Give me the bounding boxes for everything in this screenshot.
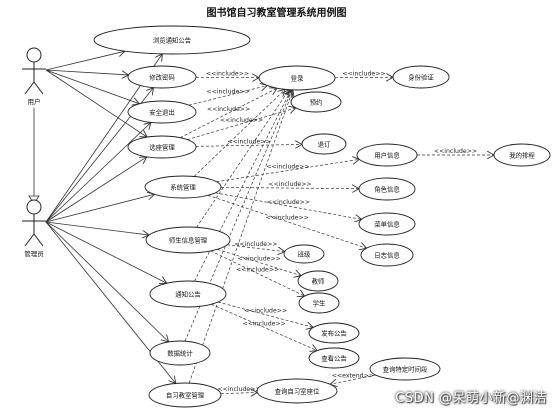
use-case-query: 查询自习室座位 — [257, 379, 337, 403]
include-relations: <<include>> <<include>> <<include>> <<inclu… — [180, 70, 494, 393]
include-label: <<include>> — [236, 266, 279, 273]
use-case-label: 查询特定时间段 — [383, 364, 428, 373]
actor-left-leg — [25, 82, 34, 94]
include-label: <<include>> — [206, 70, 249, 77]
csdn-watermark: CSDN @呆萌小新@渊洁 — [395, 387, 547, 406]
use-case-menu: 菜单信息 — [359, 213, 415, 235]
use-case-pub: 发布公告 — [309, 323, 359, 343]
include-label: <<include>> — [220, 117, 263, 124]
use-case-label: 菜单信息 — [374, 219, 400, 228]
actor-right-leg — [34, 234, 43, 246]
use-case-student: 学生 — [299, 293, 339, 313]
include-label: <<include>> — [234, 241, 277, 248]
include-label: <<include>> — [266, 164, 309, 171]
use-case-room: 自习教室管理 — [149, 383, 221, 407]
association-admin-seat — [46, 157, 147, 222]
use-case-log: 日志信息 — [361, 244, 413, 266]
use-case-label: 浏览通知公告 — [153, 35, 192, 44]
use-case-label: 查看公告 — [321, 353, 347, 362]
use-case-seat: 选座管理 — [128, 136, 196, 158]
include-label: <<include>> — [434, 148, 477, 155]
use-case-class: 班级 — [284, 245, 324, 263]
include-label: <<include>> — [217, 386, 260, 393]
use-case-label: 查询自习室座位 — [275, 386, 320, 395]
use-case-label: 系统管理 — [170, 182, 196, 191]
use-case-label: 通知公告 — [175, 289, 201, 298]
use-case-login: 登录 — [259, 66, 335, 90]
include-label: <<include>> — [206, 88, 249, 95]
use-case-cancel: 退订 — [302, 134, 346, 154]
use-case-stats: 数据统计 — [150, 341, 210, 365]
use-case-label: 用户信息 — [374, 150, 400, 159]
association-user-notice — [46, 51, 125, 70]
actor-label: 管理员 — [24, 249, 44, 258]
use-case-myres: 我的排程 — [494, 144, 550, 166]
use-case-teacher: 教师 — [298, 271, 338, 291]
use-case-label: 身份验证 — [408, 72, 434, 81]
use-case-label: 退订 — [318, 139, 331, 148]
use-case-label: 我的排程 — [509, 150, 535, 159]
association-admin-notify — [46, 222, 167, 283]
include-label: <<include>> — [207, 106, 250, 113]
include-label: <<include>> — [244, 308, 287, 315]
association-admin-logout — [46, 122, 151, 222]
include-label: <<include>> — [227, 138, 270, 145]
use-case-verify: 身份验证 — [393, 66, 449, 88]
use-case-userinfo: 用户信息 — [357, 144, 417, 166]
use-case-role: 角色信息 — [359, 178, 415, 200]
use-case-tsinfo: 师生信息管理 — [146, 227, 230, 253]
use-case-label: 安全退出 — [149, 107, 175, 116]
use-case-label: 班级 — [298, 249, 311, 258]
actor-left-leg — [25, 234, 34, 246]
use-case-reserve: 预约 — [291, 92, 341, 112]
use-case-label: 修改密码 — [149, 72, 175, 81]
use-case-label: 预约 — [310, 97, 323, 106]
use-case-notify: 通知公告 — [150, 281, 226, 307]
include-label: <<include>> — [243, 320, 286, 327]
include-label: <<include>> — [268, 181, 311, 188]
use-case-label: 自习教室管理 — [166, 390, 205, 399]
use-case-qspec: 查询特定时间段 — [370, 358, 440, 380]
include-label: <<include>> — [266, 215, 309, 222]
use-case-label: 数据统计 — [167, 348, 193, 357]
actor-right-leg — [34, 82, 43, 94]
use-case-sys: 系统管理 — [145, 176, 221, 198]
actor-head — [27, 200, 41, 214]
use-case-label: 教师 — [312, 276, 325, 285]
use-case-view: 查看公告 — [309, 348, 359, 368]
actor-label: 用户 — [28, 97, 41, 106]
use-case-label: 日志信息 — [374, 250, 400, 259]
use-case-pwd: 修改密码 — [128, 66, 196, 88]
use-case-label: 选座管理 — [149, 142, 175, 151]
use-case-notice: 浏览通知公告 — [94, 26, 250, 54]
use-case-label: 发布公告 — [321, 328, 347, 337]
use-case-label: 学生 — [313, 298, 326, 307]
include-label: <<include>> — [267, 199, 310, 206]
use-case-label: 师生信息管理 — [169, 235, 208, 244]
actor-user: 用户 — [22, 48, 46, 106]
diagram-title: 图书馆自习教室管理系统用例图 — [0, 4, 553, 19]
actor-head — [27, 48, 41, 62]
extend-label: <<extend>> — [332, 373, 374, 380]
use-case-logout: 安全退出 — [128, 101, 196, 123]
use-case-label: 角色信息 — [374, 184, 400, 193]
include-label: <<include>> — [342, 70, 385, 77]
include-label: <<include>> — [238, 255, 281, 262]
use-case-label: 登录 — [291, 73, 304, 82]
association-admin-tsinfo — [46, 222, 149, 235]
use-cases: 浏览通知公告修改密码安全退出选座管理系统管理师生信息管理通知公告数据统计自习教室… — [94, 26, 550, 407]
actor-admin: 管理员 — [22, 200, 46, 258]
